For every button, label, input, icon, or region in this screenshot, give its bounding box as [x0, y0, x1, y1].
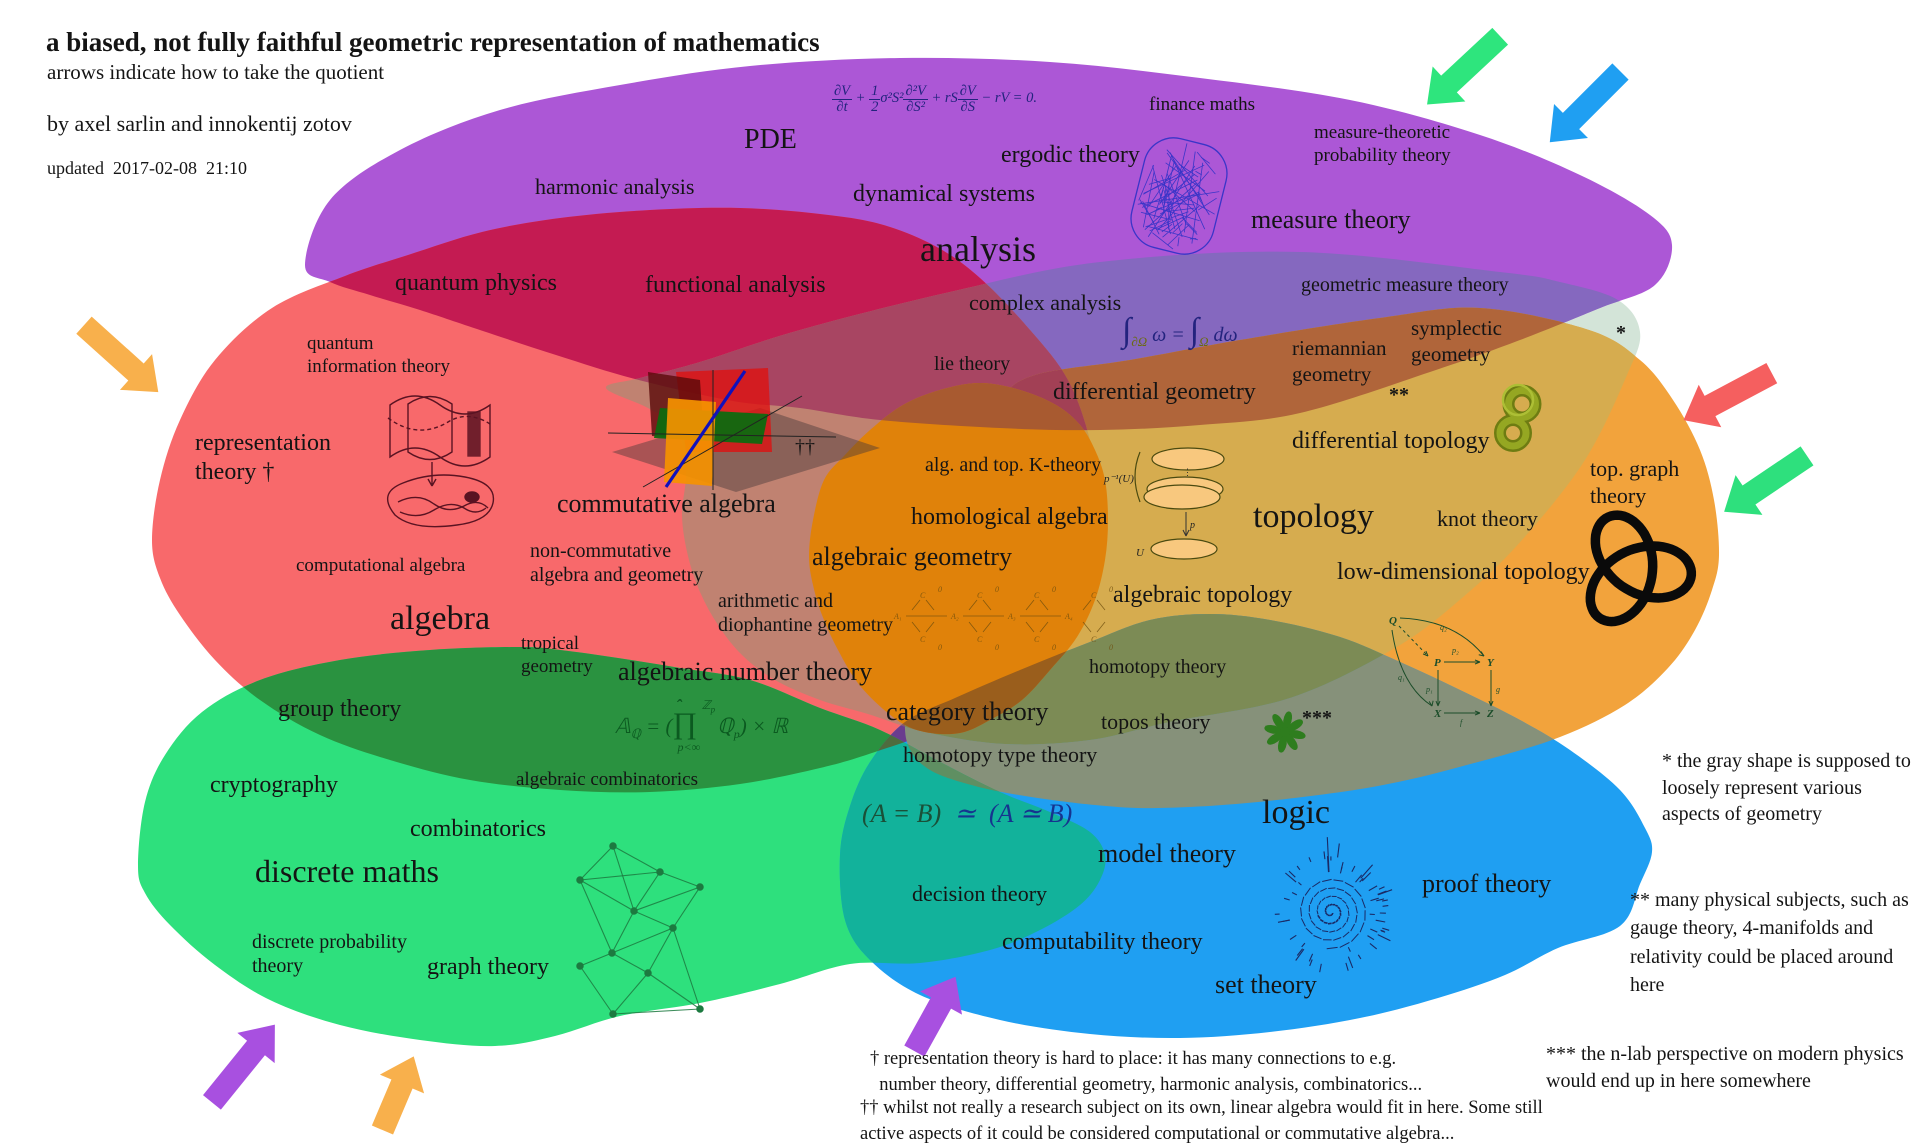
svg-text:Q: Q [1389, 615, 1397, 627]
svg-text:C: C [920, 635, 926, 644]
svg-text:A₃: A₃ [1007, 612, 1016, 621]
svg-text:C: C [1091, 591, 1097, 600]
svg-text:q₁: q₁ [1398, 673, 1405, 682]
svg-text:P: P [1434, 657, 1441, 669]
svg-text:0: 0 [995, 643, 999, 652]
svg-text:⋮: ⋮ [1183, 467, 1192, 477]
svg-text:p: p [1189, 520, 1195, 531]
svg-text:A₄: A₄ [1064, 612, 1073, 621]
svg-text:0: 0 [1052, 585, 1056, 594]
svg-text:f: f [1460, 718, 1464, 727]
svg-text:p₂: p₂ [1451, 646, 1459, 655]
svg-text:C: C [1091, 635, 1097, 644]
svg-text:0: 0 [995, 585, 999, 594]
svg-text:0: 0 [1052, 643, 1056, 652]
svg-text:X: X [1433, 708, 1442, 720]
svg-text:U: U [1136, 547, 1145, 559]
svg-text:C: C [977, 591, 983, 600]
svg-text:C: C [1034, 635, 1040, 644]
svg-text:C: C [1034, 591, 1040, 600]
svg-text:0: 0 [1109, 585, 1113, 594]
svg-text:A₂: A₂ [950, 612, 959, 621]
svg-text:A₁: A₁ [893, 612, 902, 621]
svg-text:0: 0 [1109, 643, 1113, 652]
svg-text:0: 0 [938, 585, 942, 594]
svg-text:p⁻¹(U): p⁻¹(U) [1103, 473, 1134, 485]
svg-text:Y: Y [1487, 657, 1495, 669]
svg-text:q₂: q₂ [1440, 623, 1447, 632]
svg-text:0: 0 [938, 643, 942, 652]
svg-text:C: C [977, 635, 983, 644]
svg-text:g: g [1496, 685, 1500, 694]
svg-text:Z: Z [1486, 708, 1494, 720]
svg-text:p₁: p₁ [1425, 685, 1433, 694]
svg-text:C: C [920, 591, 926, 600]
